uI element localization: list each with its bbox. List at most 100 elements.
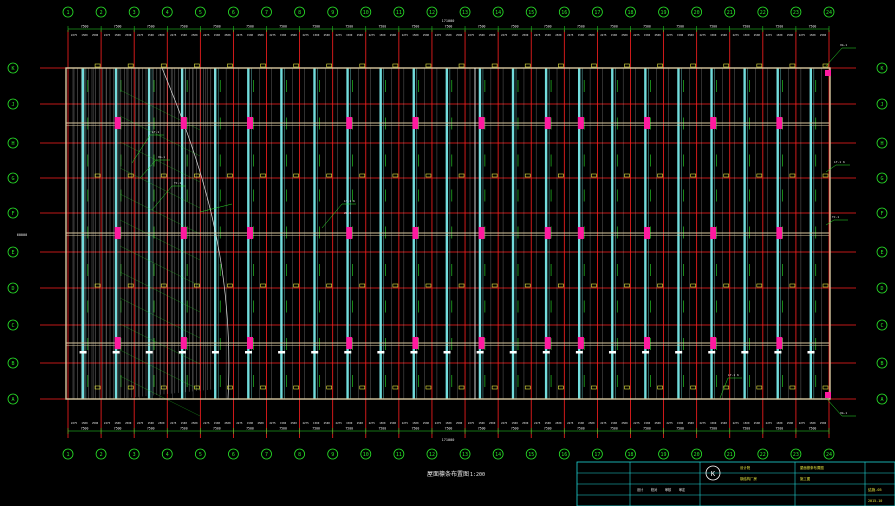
marker-tick xyxy=(774,351,782,354)
sub-dimension-label: 2275 xyxy=(799,33,806,37)
sub-dimension-label: 2500 xyxy=(489,421,496,425)
axis-label-row-C: C xyxy=(11,323,14,329)
sub-dimension-label: 2275 xyxy=(501,421,508,425)
axis-label-col-9: 9 xyxy=(331,452,334,458)
axis-label-col-7: 7 xyxy=(265,452,268,458)
sub-dimension-label: 1500 xyxy=(280,421,287,425)
section-tag xyxy=(690,173,696,178)
axis-bubble-col-18 xyxy=(625,448,636,460)
section-tag xyxy=(690,283,696,288)
bay-dimension-label: 7500 xyxy=(147,25,155,29)
bay-dimension-label: 7500 xyxy=(246,25,254,29)
sub-dimension-label: 2275 xyxy=(302,421,309,425)
section-tag xyxy=(326,173,332,178)
section-tag xyxy=(392,283,399,288)
section-tag xyxy=(293,173,299,178)
callout-right-mid1: LT-1 6 xyxy=(834,160,845,164)
axis-bubble-col-19 xyxy=(658,448,669,460)
hatch-boundary-curve xyxy=(161,67,230,400)
bay-dimension-label: 7500 xyxy=(279,25,287,29)
sub-dimension-label: 1500 xyxy=(545,421,552,425)
section-tag xyxy=(326,283,332,288)
bay-dimension-label: 7500 xyxy=(378,427,386,431)
axis-bubble-row-K xyxy=(876,62,888,74)
axis-label-col-1: 1 xyxy=(66,452,69,458)
bay-dimension-label: 7500 xyxy=(544,427,552,431)
sub-dimension-label: 2275 xyxy=(336,33,343,37)
axis-bubble-col-2 xyxy=(95,448,107,460)
marker-tick xyxy=(675,351,683,354)
section-tag xyxy=(359,385,366,390)
skylight-hatch-region xyxy=(73,67,230,417)
sub-dimension-label: 1500 xyxy=(379,33,386,37)
bay-dimension-label: 7500 xyxy=(279,427,287,431)
axis-bubble-col-1 xyxy=(62,448,74,460)
section-tag xyxy=(127,63,134,68)
section-tag xyxy=(458,173,465,178)
sub-dimension-label: 2275 xyxy=(699,33,706,37)
sub-dimension-label: 2275 xyxy=(203,421,210,425)
axis-bubble-col-23 xyxy=(790,6,802,18)
grid-lines xyxy=(40,30,856,438)
axis-label-col-19: 19 xyxy=(661,452,667,458)
company-logo xyxy=(705,465,721,481)
sub-dimension-label: 2275 xyxy=(534,33,541,37)
sub-dimension-label: 1500 xyxy=(809,421,816,425)
leader-line xyxy=(131,134,151,164)
bay-dimension-label: 7500 xyxy=(445,25,453,29)
sub-dimension-label: 1500 xyxy=(313,33,320,37)
section-tag xyxy=(392,173,399,178)
company-logo-mark: K xyxy=(711,470,716,478)
axis-label-col-2: 2 xyxy=(100,452,103,458)
section-tag xyxy=(822,173,829,178)
axis-bubble-col-20 xyxy=(691,6,703,18)
section-tag xyxy=(260,63,266,68)
section-tag xyxy=(756,283,763,288)
brace-marker xyxy=(644,227,651,239)
sub-dimension-label: 1500 xyxy=(677,421,684,425)
sub-dimension-label: 1500 xyxy=(743,33,750,37)
axis-bubble-row-F xyxy=(7,207,19,219)
axis-bubble-col-18 xyxy=(625,6,636,18)
marker-tick xyxy=(542,351,550,354)
title-block-drawing-no: 结施-05 xyxy=(868,487,882,492)
marker-tick xyxy=(344,351,352,354)
sub-dimension-label: 1500 xyxy=(412,421,419,425)
total-dimension-label: 171000 xyxy=(442,19,455,23)
axis-label-col-20: 20 xyxy=(694,452,700,458)
marker-tick xyxy=(443,351,451,354)
axis-bubble-col-16 xyxy=(558,6,570,18)
bay-dimension-label: 7500 xyxy=(776,427,784,431)
title-block-project: 钢结构厂房 xyxy=(740,476,758,481)
section-tag xyxy=(558,283,564,288)
axis-bubble-col-8 xyxy=(294,6,306,18)
axis-bubble-col-14 xyxy=(492,448,504,460)
hatch-diagonal xyxy=(119,141,201,183)
brace-marker xyxy=(180,227,187,239)
section-tag xyxy=(458,63,465,68)
axis-bubble-col-6 xyxy=(228,6,239,18)
sub-dimension-label: 1500 xyxy=(776,421,783,425)
sub-dimension-label: 2500 xyxy=(522,33,529,37)
sub-dimension-label: 1500 xyxy=(478,421,485,425)
section-tag xyxy=(624,283,630,288)
sub-dimension-label: 2500 xyxy=(191,33,198,37)
axis-label-col-6: 6 xyxy=(232,452,235,458)
sub-dimension-label: 1500 xyxy=(412,33,419,37)
marker-tick xyxy=(311,351,319,354)
axis-label-row-H: H xyxy=(11,141,14,147)
axis-label-row-A: A xyxy=(880,397,883,403)
bay-dimension-label: 7500 xyxy=(809,25,817,29)
sub-dimension-label: 2500 xyxy=(423,33,430,37)
section-tag xyxy=(127,173,134,178)
axis-label-col-23: 23 xyxy=(793,452,799,458)
marker-tick xyxy=(741,351,749,354)
axis-bubble-row-H xyxy=(7,137,19,149)
sub-dimension-label: 2500 xyxy=(456,421,463,425)
bay-dimension-label: 7500 xyxy=(709,25,717,29)
bay-dimension-label: 7500 xyxy=(643,427,651,431)
axis-label-row-E: E xyxy=(11,250,14,256)
axis-label-row-D: D xyxy=(880,286,883,292)
sub-dimension-label: 2275 xyxy=(269,421,276,425)
axis-label-row-K: K xyxy=(11,66,14,72)
